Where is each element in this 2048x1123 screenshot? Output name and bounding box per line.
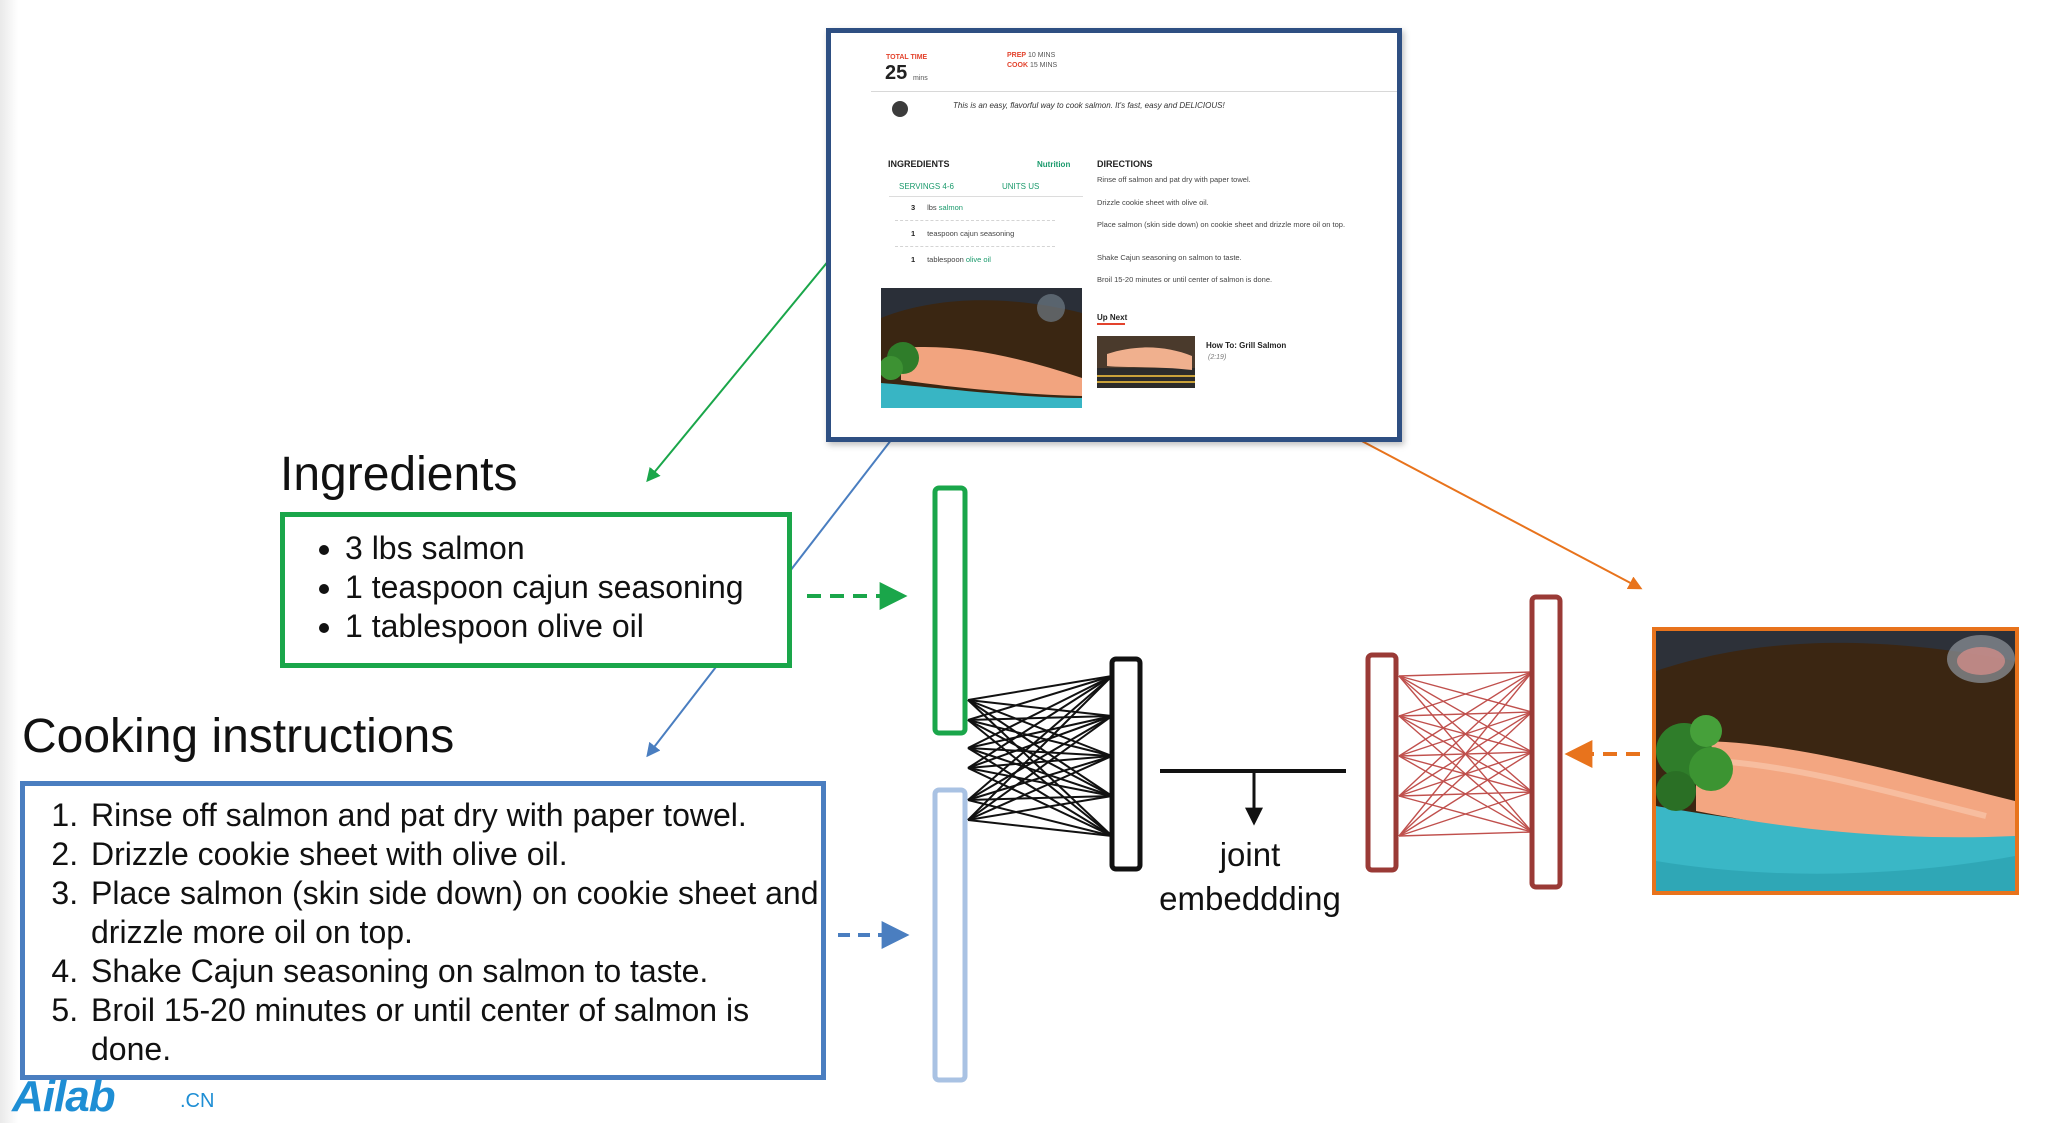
instructions-list: Rinse off salmon and pat dry with paper … [25, 786, 821, 1069]
units-tab[interactable]: UNITS US [1002, 182, 1040, 191]
ingredient-item: 3 lbs salmon [345, 529, 787, 568]
joint-embedding-label-line1: joint [1219, 836, 1281, 873]
recipe-salmon-photo [881, 288, 1082, 408]
total-time-unit: mins [913, 75, 928, 82]
salmon-dish-photo [1652, 627, 2019, 895]
ingredient-separator [895, 246, 1055, 247]
image-encoder-vector [1529, 594, 1563, 890]
recipe-description: This is an easy, flavorful way to cook s… [953, 101, 1225, 110]
ingredients-box: 3 lbs salmon 1 teaspoon cajun seasoning … [280, 512, 792, 668]
video-title-link[interactable]: How To: Grill Salmon [1206, 341, 1287, 350]
instruction-step: Place salmon (skin side down) on cookie … [87, 874, 821, 952]
prep-time: PREP 10 MINS [1007, 52, 1055, 59]
ingredient-item: 1 teaspoon cajun seasoning [345, 568, 787, 607]
ingredient-unit: teaspoon [927, 229, 958, 238]
ingredient-tabs-divider [889, 196, 1083, 197]
text-fc-connections [967, 675, 1113, 837]
ingredient-item-link[interactable]: salmon [938, 203, 963, 212]
joint-embedding-label-line2: embeddding [1159, 880, 1341, 917]
video-thumbnail[interactable] [1097, 336, 1195, 388]
ingredient-separator [895, 220, 1055, 221]
ingredient-qty: 1 [911, 255, 916, 264]
image-fc-connections [1398, 671, 1533, 837]
prep-label: PREP [1007, 52, 1027, 59]
recipe-direction-step: Place salmon (skin side down) on cookie … [1097, 220, 1346, 229]
ingredient-unit: tablespoon [927, 255, 964, 264]
instruction-step: Drizzle cookie sheet with olive oil. [87, 835, 821, 874]
recipe-direction-step: Broil 15-20 minutes or until center of s… [1097, 275, 1273, 284]
total-time-value: 25 [885, 62, 908, 84]
ingredient-item: cajun seasoning [960, 229, 1015, 238]
cooking-instructions-title: Cooking instructions [22, 710, 455, 763]
recipe-directions-heading: DIRECTIONS [1097, 159, 1153, 169]
cooking-instructions-box: Rinse off salmon and pat dry with paper … [20, 781, 826, 1080]
nutrition-link[interactable]: Nutrition [1037, 160, 1071, 169]
recipe-direction-step: Drizzle cookie sheet with olive oil. [1097, 198, 1209, 207]
ingredients-list: 3 lbs salmon 1 teaspoon cajun seasoning … [285, 517, 787, 646]
instructions-encoder-vector [932, 787, 968, 1083]
prep-value: 10 MINS [1028, 52, 1056, 59]
ingredient-item: 1 tablespoon olive oil [345, 607, 787, 646]
recipe-direction-step: Rinse off salmon and pat dry with paper … [1097, 175, 1251, 184]
recipe-ingredient-row: 1 tablespoon olive oil [911, 255, 991, 264]
ingredients-encoder-vector [932, 485, 968, 736]
slide-edge-shadow [0, 0, 18, 1123]
recipe-ingredient-row: 1 teaspoon cajun seasoning [911, 229, 1014, 238]
image-embedding-vector [1365, 652, 1399, 873]
instruction-step: Rinse off salmon and pat dry with paper … [87, 796, 821, 835]
ingredient-unit: lbs [927, 203, 937, 212]
servings-tab[interactable]: SERVINGS 4-6 [899, 182, 954, 191]
ailab-logo-suffix: .CN [180, 1090, 215, 1112]
cook-label: COOK [1007, 62, 1028, 69]
recipe-webpage-screenshot: TOTAL TIME 25 mins PREP 10 MINS COOK 15 … [826, 28, 1402, 442]
up-next-label: Up Next [1097, 313, 1127, 325]
recipe-header-divider [871, 91, 1397, 92]
ingredient-item-link[interactable]: olive oil [965, 255, 991, 264]
total-time-label: TOTAL TIME [886, 54, 928, 61]
ingredient-qty: 3 [911, 203, 916, 212]
instruction-step: Broil 15-20 minutes or until center of s… [87, 991, 821, 1069]
recipe-ingredients-heading: INGREDIENTS [888, 159, 950, 169]
ingredient-qty: 1 [911, 229, 916, 238]
video-duration: (2:19) [1208, 354, 1227, 361]
ailab-logo: Ailab [12, 1072, 116, 1121]
text-embedding-vector [1109, 656, 1143, 872]
ingredients-title: Ingredients [280, 448, 518, 501]
cook-value: 15 MINS [1029, 62, 1058, 69]
instruction-step: Shake Cajun seasoning on salmon to taste… [87, 952, 821, 991]
recipe-ingredient-row: 3 lbs salmon [911, 203, 963, 212]
recipe-direction-step: Shake Cajun seasoning on salmon to taste… [1097, 253, 1242, 262]
author-avatar [892, 101, 908, 117]
cook-time: COOK 15 MINS [1007, 62, 1057, 69]
